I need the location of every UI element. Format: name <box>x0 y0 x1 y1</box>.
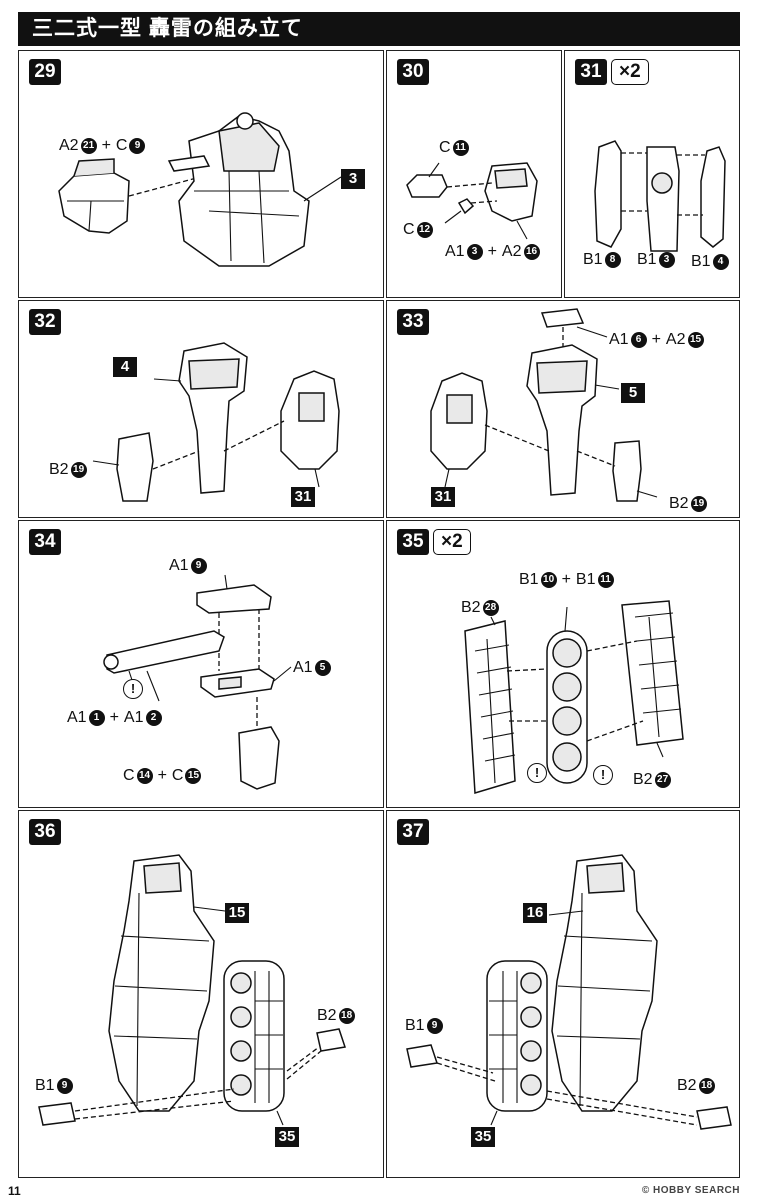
step-number: 33 <box>397 309 429 335</box>
step-29-illustration <box>58 112 342 267</box>
step-number: 29 <box>29 59 61 85</box>
step-number: 37 <box>397 819 429 845</box>
step-number: 36 <box>29 819 61 845</box>
step-36-illustration <box>38 854 346 1126</box>
multiplier-badge: ×2 <box>433 529 471 555</box>
step-30-illustration <box>406 162 538 240</box>
caution-icon: ! <box>527 763 547 783</box>
ref-step-badge: 31 <box>291 487 315 507</box>
step-33-illustration <box>430 308 658 502</box>
watermark: © HOBBY SEARCH <box>641 1185 740 1196</box>
page-title: 三二式一型 轟雷の組み立て <box>18 12 740 46</box>
step-34-illustration <box>103 574 292 790</box>
page-number: 11 <box>8 1184 21 1198</box>
ref-step-badge: 35 <box>471 1127 495 1147</box>
ref-step-badge: 16 <box>523 903 547 923</box>
multiplier-badge: ×2 <box>611 59 649 85</box>
ref-step-badge: 35 <box>275 1127 299 1147</box>
step-35-illustration <box>464 600 684 794</box>
ref-step-badge: 5 <box>621 383 645 403</box>
step-number: 35 <box>397 529 429 555</box>
ref-step-badge: 4 <box>113 357 137 377</box>
step-number: 34 <box>29 529 61 555</box>
caution-icon: ! <box>593 765 613 785</box>
step-number: 31 <box>575 59 607 85</box>
step-number: 30 <box>397 59 429 85</box>
ref-step-badge: 15 <box>225 903 249 923</box>
step-number: 32 <box>29 309 61 335</box>
ref-step-badge: 3 <box>341 169 365 189</box>
step-32-illustration <box>92 342 340 502</box>
step-37-illustration <box>406 854 732 1130</box>
caution-icon: ! <box>123 679 143 699</box>
step-31-illustration <box>594 140 726 252</box>
ref-step-badge: 31 <box>431 487 455 507</box>
